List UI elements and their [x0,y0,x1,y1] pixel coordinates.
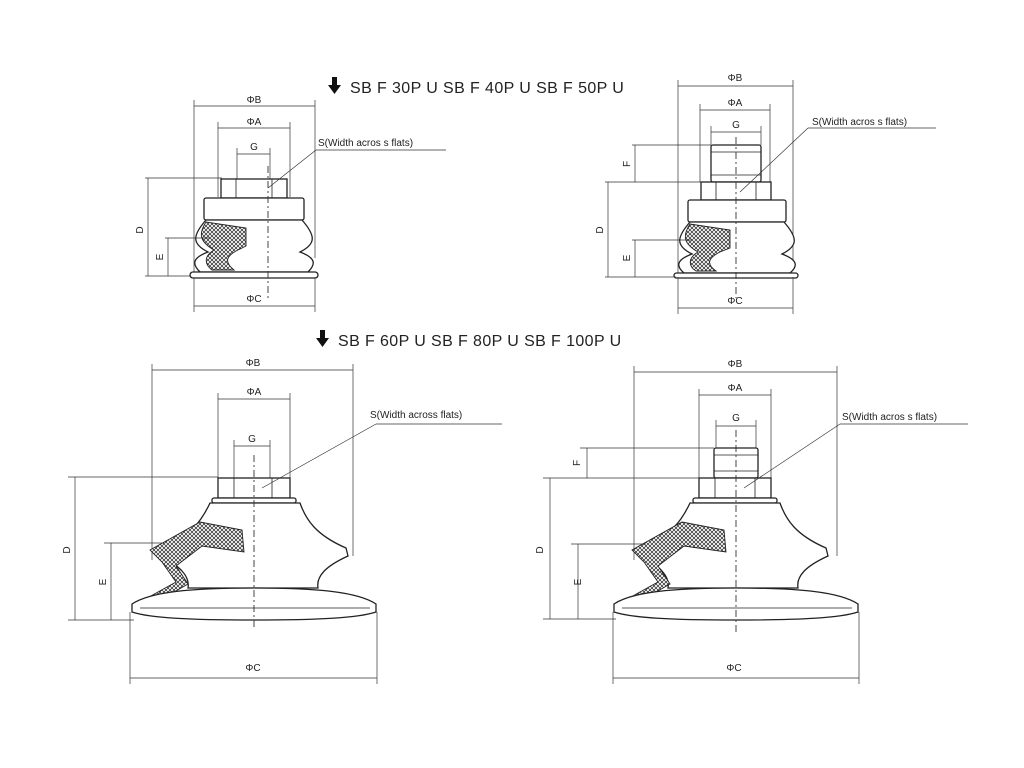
hex-nut [220,178,288,199]
d-label: D [535,546,546,553]
fitting-body [203,197,305,221]
e-label: E [573,578,584,585]
s-width-across-flats-label: S(Width across flats) [370,410,462,421]
view-large-left: ΦB ΦA G D E ΦC S(Width across flats) [62,358,502,684]
bellows-section [139,521,245,603]
d-label: D [595,226,606,233]
phi-b-label: ΦB [246,358,261,369]
small-series-heading: SB F 30P U SB F 40P U SB F 50P U [328,77,624,97]
d-label: D [62,546,73,553]
hex-nut [698,477,772,499]
small-series-title: SB F 30P U SB F 40P U SB F 50P U [350,80,624,97]
bellows-section [200,221,247,271]
fitting-body [687,199,787,223]
large-series-heading: SB F 60P U SB F 80P U SB F 100P U [316,330,622,350]
washer [692,497,778,504]
phi-c-label: ΦC [246,294,261,305]
e-label: E [98,578,109,585]
g-label: G [732,413,740,424]
bellows-section [621,521,727,603]
phi-b-label: ΦB [247,95,262,106]
s-width-across-flats-label: S(Width acros s flats) [812,117,907,128]
suction-cup-rim [613,587,859,621]
view-small-left: ΦB ΦA G D E ΦC S(Width acros s [135,95,446,312]
g-label: G [732,120,740,131]
d-label: D [135,226,146,233]
phi-a-label: ΦA [247,117,262,128]
view-large-right: ΦB ΦA G F D E ΦC [535,359,968,684]
g-label: G [248,434,256,445]
e-label: E [622,254,633,261]
g-label: G [250,142,258,153]
bellows-section [684,223,731,272]
view-small-right: ΦB ΦA G F D E ΦC [595,73,936,314]
suction-cup-rim [131,587,377,621]
phi-b-label: ΦB [728,73,743,84]
phi-c-label: ΦC [245,663,260,674]
large-series-title: SB F 60P U SB F 80P U SB F 100P U [338,333,622,350]
phi-a-label: ΦA [728,383,743,394]
phi-b-label: ΦB [728,359,743,370]
f-label: F [622,161,633,167]
cup-lip [189,271,319,279]
s-width-across-flats-label: S(Width acros s flats) [318,138,413,149]
f-label: F [572,460,583,466]
phi-a-label: ΦA [247,387,262,398]
e-label: E [155,253,166,260]
phi-c-label: ΦC [726,663,741,674]
down-arrow-icon [328,77,341,94]
phi-c-label: ΦC [727,296,742,307]
down-arrow-icon [316,330,329,347]
phi-a-label: ΦA [728,98,743,109]
s-width-across-flats-label: S(Width acros s flats) [842,412,937,423]
